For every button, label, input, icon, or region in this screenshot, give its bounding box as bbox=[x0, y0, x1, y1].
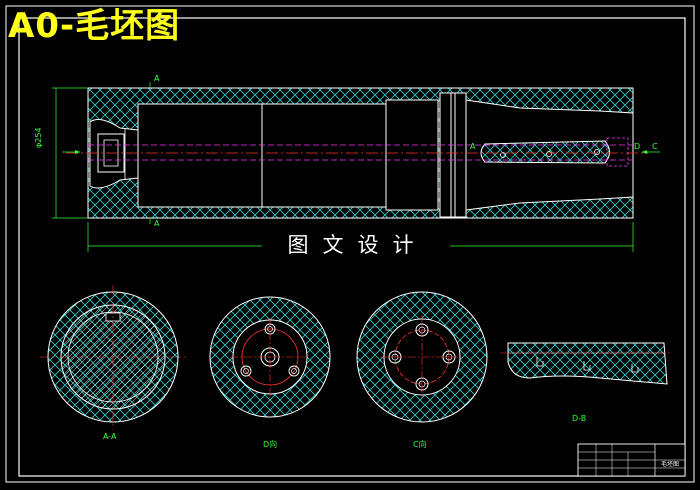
section-label-top: A bbox=[154, 74, 160, 83]
section-label-bottom: A bbox=[154, 219, 160, 228]
main-view bbox=[52, 82, 660, 252]
title-block-name: 毛坯图 bbox=[661, 460, 679, 468]
view-label-aa: A-A bbox=[103, 432, 117, 441]
outer-frame bbox=[5, 5, 695, 483]
view-marker-d: D bbox=[634, 142, 641, 151]
drawing-title: A0-毛坯图 bbox=[8, 6, 181, 46]
inner-frame bbox=[18, 17, 686, 477]
view-c bbox=[356, 291, 488, 423]
title-block: 毛坯图 bbox=[577, 443, 686, 477]
view-marker-c: C bbox=[652, 142, 658, 151]
dimension-label-left: φ254 bbox=[34, 127, 43, 148]
view-aa bbox=[40, 285, 186, 430]
view-label-c: C向 bbox=[413, 440, 427, 449]
drawing-caption: 图文设计 bbox=[270, 230, 445, 260]
view-label-db: D-B bbox=[572, 414, 587, 423]
view-db bbox=[500, 342, 670, 385]
view-marker-a: A bbox=[470, 142, 476, 151]
view-d bbox=[209, 296, 331, 418]
view-label-d: D向 bbox=[263, 440, 278, 449]
